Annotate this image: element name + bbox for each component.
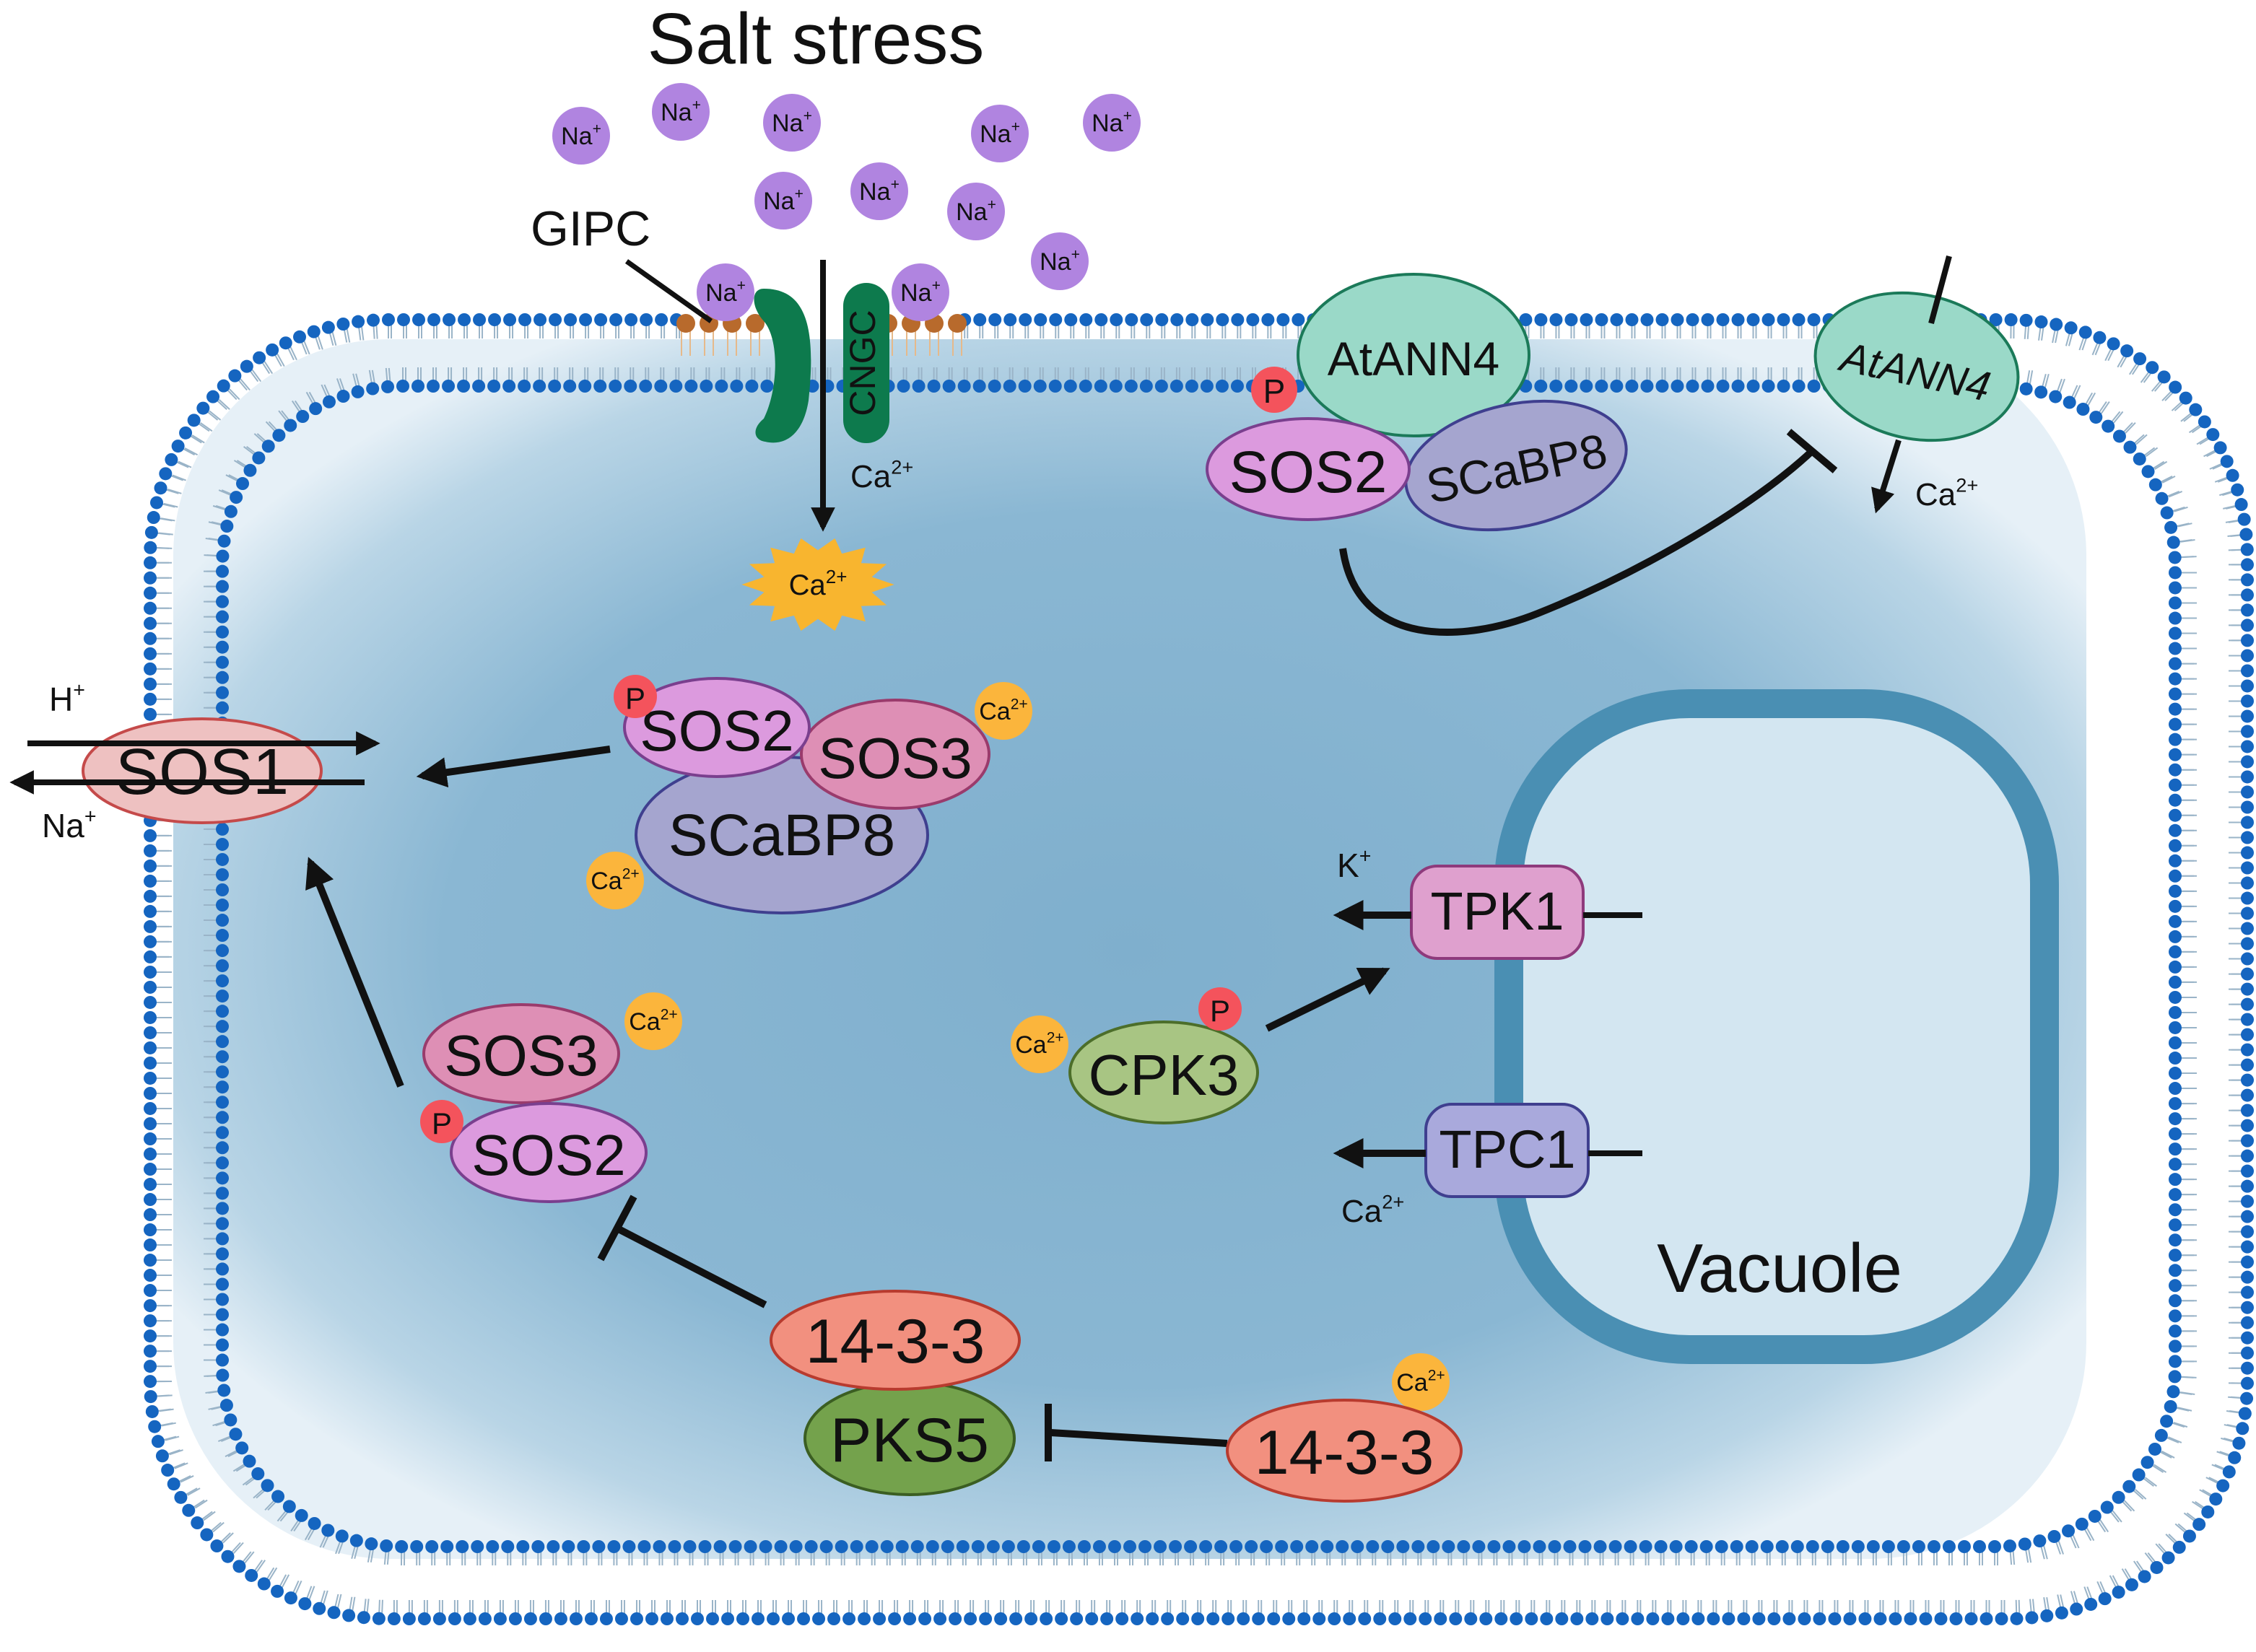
cpk3-kinase	[1068, 1021, 1259, 1124]
calcium-ion: Ca2+	[975, 682, 1032, 740]
sodium-ion: Na+	[697, 263, 754, 321]
cngc-label: CNGC	[842, 310, 883, 416]
calcium-burst	[741, 538, 894, 631]
sos1-label: SOS1	[116, 736, 289, 808]
sos2-inhibits-atann4-line	[1339, 448, 1815, 636]
tpc1-label: TPC1	[1439, 1119, 1575, 1179]
svg-text:P: P	[625, 681, 645, 715]
1433-left	[770, 1290, 1021, 1391]
sos3-lower-label: SOS3	[444, 1023, 598, 1088]
1433-inhibits-sos2-line	[615, 1225, 767, 1308]
pks5-label: PKS5	[830, 1406, 989, 1475]
vacuole	[1494, 689, 2059, 1364]
sos3-middle-label: SOS3	[818, 726, 972, 790]
cngc-right-subunit	[843, 283, 889, 443]
phospho-cpk3: P	[1198, 987, 1242, 1031]
sodium-ion: Na+	[850, 162, 908, 220]
calcium-ions: Ca2+ Ca2+ Ca2+ Ca2+ Ca2+	[586, 682, 1450, 1411]
atann4-calcium-influx-arrow	[1871, 439, 1902, 514]
sodium-ion: Na+	[1031, 232, 1089, 290]
sodium-ion: Na+	[892, 263, 949, 321]
sos2-activates-sos1-arrow	[305, 857, 404, 1088]
1433-inhibits-pks5-line	[1050, 1429, 1228, 1447]
1433-left-label: 14-3-3	[806, 1307, 985, 1376]
sos2-lower	[450, 1102, 648, 1203]
sos2-upper	[1206, 417, 1411, 521]
calcium-ion: Ca2+	[1392, 1353, 1450, 1411]
sodium-ion: Na+	[652, 83, 710, 141]
sos2-lower-label: SOS2	[471, 1123, 625, 1187]
sodium-ion: Na+	[754, 172, 812, 230]
svg-text:P: P	[1210, 994, 1230, 1028]
cpk3-activates-tpk1-arrow	[1265, 967, 1390, 1032]
complex-activates-sos1-arrow	[416, 746, 611, 788]
scabp8-upper	[1404, 399, 1628, 532]
sodium-ions: Na+ Na+ Na+ Na+ Na+ Na+ Na+ Na+ Na+ Na+ Na+	[552, 83, 1141, 321]
calcium-burst-label: Ca2+	[789, 566, 848, 601]
phospho-lower-sos2: P	[420, 1100, 463, 1143]
atann4-calcium-channel	[1813, 291, 2020, 442]
atann4-label: AtANN4	[1328, 332, 1499, 385]
svg-text:Na+: Na+	[763, 186, 803, 215]
sos2-inhibition-bar	[597, 1194, 637, 1262]
calcium-ion: Ca2+	[624, 992, 682, 1050]
proton-label: H+	[49, 679, 85, 718]
sos2-middle-label: SOS2	[640, 699, 793, 763]
tpk1-label: TPK1	[1430, 881, 1564, 941]
sodium-ion: Na+	[947, 183, 1005, 240]
atann4-inhibition-bar	[1786, 429, 1838, 473]
cpk3-label: CPK3	[1089, 1043, 1240, 1107]
sodium-ion: Na+	[552, 107, 610, 165]
gipc-pointer	[624, 259, 713, 323]
vacuole-label: Vacuole	[1657, 1230, 1902, 1307]
gipc-label: GIPC	[531, 201, 650, 256]
svg-text:P: P	[432, 1106, 452, 1140]
sodium-ion: Na+	[1083, 94, 1141, 152]
atann4-membrane-protein	[1297, 273, 1530, 437]
cngc-left-subunit	[754, 289, 811, 443]
sos2-upper-label: SOS2	[1229, 440, 1388, 505]
sos3-middle	[800, 699, 990, 810]
sodium-label: Na+	[42, 805, 96, 844]
scabp8-middle-label: SCaBP8	[668, 803, 896, 868]
svg-text:P: P	[1263, 372, 1286, 410]
1433-right	[1226, 1399, 1463, 1503]
svg-text:Na+: Na+	[561, 121, 601, 150]
sos3-lower	[422, 1003, 620, 1104]
sodium-ion: Na+	[971, 105, 1029, 162]
1433-right-label: 14-3-3	[1255, 1418, 1434, 1487]
calcium-ion: Ca2+	[586, 852, 644, 909]
phospho-middle-sos2: P	[614, 675, 657, 718]
sos2-middle	[623, 677, 811, 778]
sodium-ion: Na+	[763, 94, 821, 152]
svg-text:Na+: Na+	[980, 119, 1020, 148]
figure-title: Salt stress	[648, 0, 985, 79]
phospho-upper-sos2: P	[1251, 367, 1297, 413]
atann4-calcium-entry-line	[1928, 255, 1952, 325]
calcium-ion: Ca2+	[1011, 1015, 1068, 1073]
